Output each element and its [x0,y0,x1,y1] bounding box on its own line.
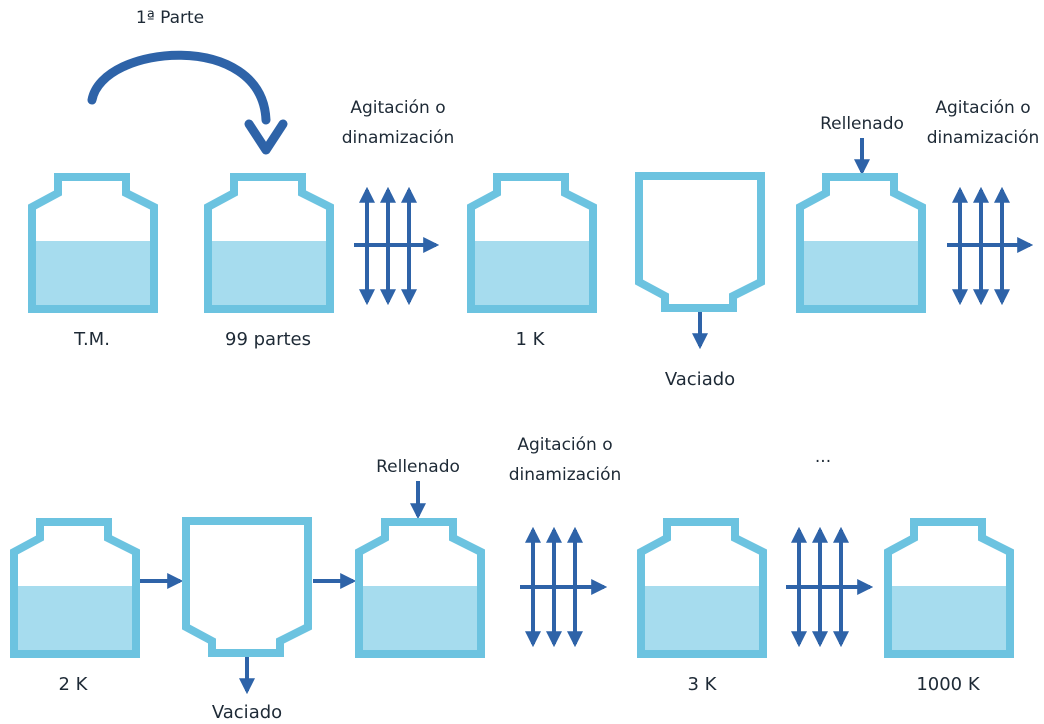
first-part-label: 1ª Parte [136,8,204,28]
vessel-label-3k: 3 K [688,674,718,695]
vessel-label-1k: 1 K [516,329,546,350]
vessel-emptied [182,517,312,657]
vessel-outline [182,517,312,657]
liquid-fill [210,241,326,309]
vessel-tm [28,173,158,313]
liquid-fill [802,241,918,309]
transfer-curve-arrow [87,50,271,125]
vessel-3k [637,518,767,658]
transfer-curve-arrowhead [244,119,288,155]
empty-label: Vaciado [665,369,735,390]
liquid-fill [16,586,132,654]
agitation-label-line1: Agitación o [935,98,1030,118]
agitation-label-line2: dinamización [509,465,622,485]
vessel-label-99-partes: 99 partes [225,329,311,350]
vessel-label-2k: 2 K [59,674,89,695]
agitation-label-line1: Agitación o [350,98,445,118]
liquid-fill [890,586,1006,654]
vessel-outline [204,173,334,313]
vessel-emptied [635,172,765,312]
vessel-outline [637,518,767,658]
vessel-refilled [355,518,485,658]
agitation-arrows [520,526,608,648]
vessel-1k [467,173,597,313]
ellipsis-label: ... [815,447,831,467]
vessel-99-partes [204,173,334,313]
vessel-2k [10,518,140,658]
vessel-outline [28,173,158,313]
liquid-fill [473,241,589,309]
vessel-refilled [796,173,926,313]
vessel-outline [355,518,485,658]
vessel-outline [10,518,140,658]
agitation-arrows [354,186,440,306]
empty-label: Vaciado [212,702,282,723]
vessel-label-tm: T.M. [73,329,110,350]
liquid-fill [643,586,759,654]
liquid-fill [34,241,150,309]
agitation-label-line1: Agitación o [517,435,612,455]
agitation-label-line2: dinamización [927,128,1040,148]
vessel-label-1000k: 1000 K [916,674,981,695]
agitation-arrows [786,526,874,648]
liquid-fill [361,586,477,654]
refill-label: Rellenado [820,114,904,134]
vessel-outline [467,173,597,313]
vessel-outline [796,173,926,313]
vessel-outline [635,172,765,312]
agitation-label-line2: dinamización [342,128,455,148]
refill-label: Rellenado [376,457,460,477]
vessel-1000k [884,518,1014,658]
agitation-arrows [947,186,1034,306]
vessel-outline [884,518,1014,658]
